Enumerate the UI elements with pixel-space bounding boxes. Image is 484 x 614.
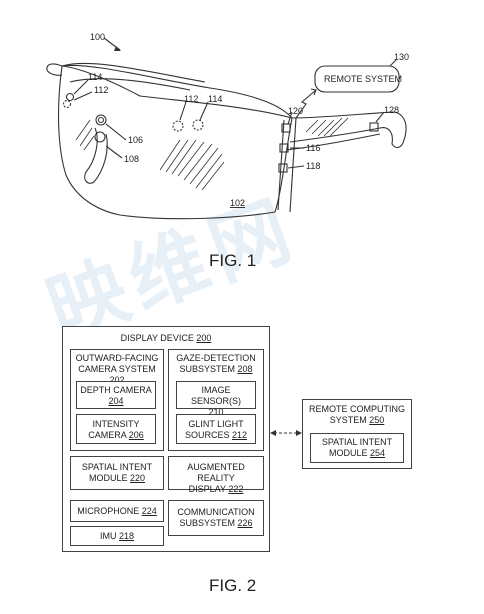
image-sensor-box [176,381,256,409]
image-sensor-label: IMAGE SENSOR(S) 210 [190,385,241,417]
glint-light-label: GLINT LIGHT SOURCES 212 [184,419,248,440]
light-114-left [62,99,72,109]
light-112-center [172,120,184,132]
glint-light-box [176,414,256,444]
lens-hatching [75,117,349,191]
camera-106-inner [97,116,105,124]
display-device-label: DISPLAY DEVICE 200 [120,333,212,343]
leader-112a [73,91,93,101]
remote-spatial-label: SPATIAL INTENT MODULE 254 [321,437,393,458]
remote-computing-label: REMOTE COMPUTING SYSTEM 250 [309,404,405,425]
leader-108 [105,145,123,159]
ref-114-center: 114 [208,94,222,104]
remote-system-label: REMOTE SYSTEM [324,74,402,84]
spatial-intent-box [70,456,164,490]
ar-display-label: AUGMENTED REALITY DISPLAY 222 [187,462,245,494]
intensity-camera-box [76,414,156,444]
wireless-arrow [310,88,317,96]
lens-outline [57,64,293,220]
sensor-128 [369,122,379,132]
left-temple-upper [61,62,206,83]
communication-box [168,500,264,536]
ref-100: 100 [90,32,105,42]
right-temple-lower [285,133,381,151]
fig1-caption: FIG. 1 [209,251,257,270]
lens-band [61,65,293,119]
depth-camera-label: DEPTH CAMERA 204 [80,385,152,406]
ref-128: 128 [384,105,399,115]
leader-112b [179,101,187,121]
remote-system-box [314,65,400,93]
hinge-front [277,119,285,211]
ref-106: 106 [128,135,143,145]
imu-box [70,526,164,546]
microphone-label: MICROPHONE 224 [77,506,157,516]
leader-114b [199,101,209,121]
gaze-detection-label: GAZE-DETECTION SUBSYSTEM 208 [176,353,256,374]
nose-mount [94,131,106,143]
leader-114a [73,79,89,95]
sensor-116 [279,143,289,153]
depth-camera-box [76,381,156,409]
arrow-right [296,430,302,436]
fig2-caption: FIG. 2 [209,576,257,595]
sensor-120 [281,123,291,133]
sensor-118 [278,163,288,173]
microphone-box [70,500,164,522]
light-112-left [65,92,75,102]
ref-102: 102 [230,198,245,208]
ref-118: 118 [306,161,320,171]
arrow-left [270,430,276,436]
imu-label: IMU 218 [99,531,135,541]
intensity-camera-label: INTENSITY CAMERA 206 [88,419,144,440]
ref-112-left: 112 [94,85,108,95]
light-114-center [192,119,204,131]
ref-130: 130 [394,52,409,62]
left-temple-tip [46,63,63,76]
nose-pad [84,127,108,184]
ref-108: 108 [124,154,139,164]
wireless-link [295,89,317,119]
outward-camera-label: OUTWARD-FACING CAMERA SYSTEM 202 [75,353,159,385]
leader-120 [287,111,293,125]
arrow-100 [114,46,121,51]
camera-106 [95,114,107,126]
ar-display-box [168,456,264,490]
leader-106 [105,123,127,141]
ref-120: 120 [288,106,303,116]
ref-112-center: 112 [184,94,198,104]
left-temple-lower [69,78,191,91]
ref-116: 116 [306,143,320,153]
leader-128 [375,111,385,123]
communication-label: COMMUNICATION SUBSYSTEM 226 [177,507,255,528]
leader-118 [287,165,305,169]
ref-114-left: 114 [88,72,102,82]
hinge-back [289,117,297,213]
right-temple-upper [289,111,407,149]
remote-spatial-box [310,433,404,463]
spatial-intent-label: SPATIAL INTENT MODULE 220 [81,462,153,483]
